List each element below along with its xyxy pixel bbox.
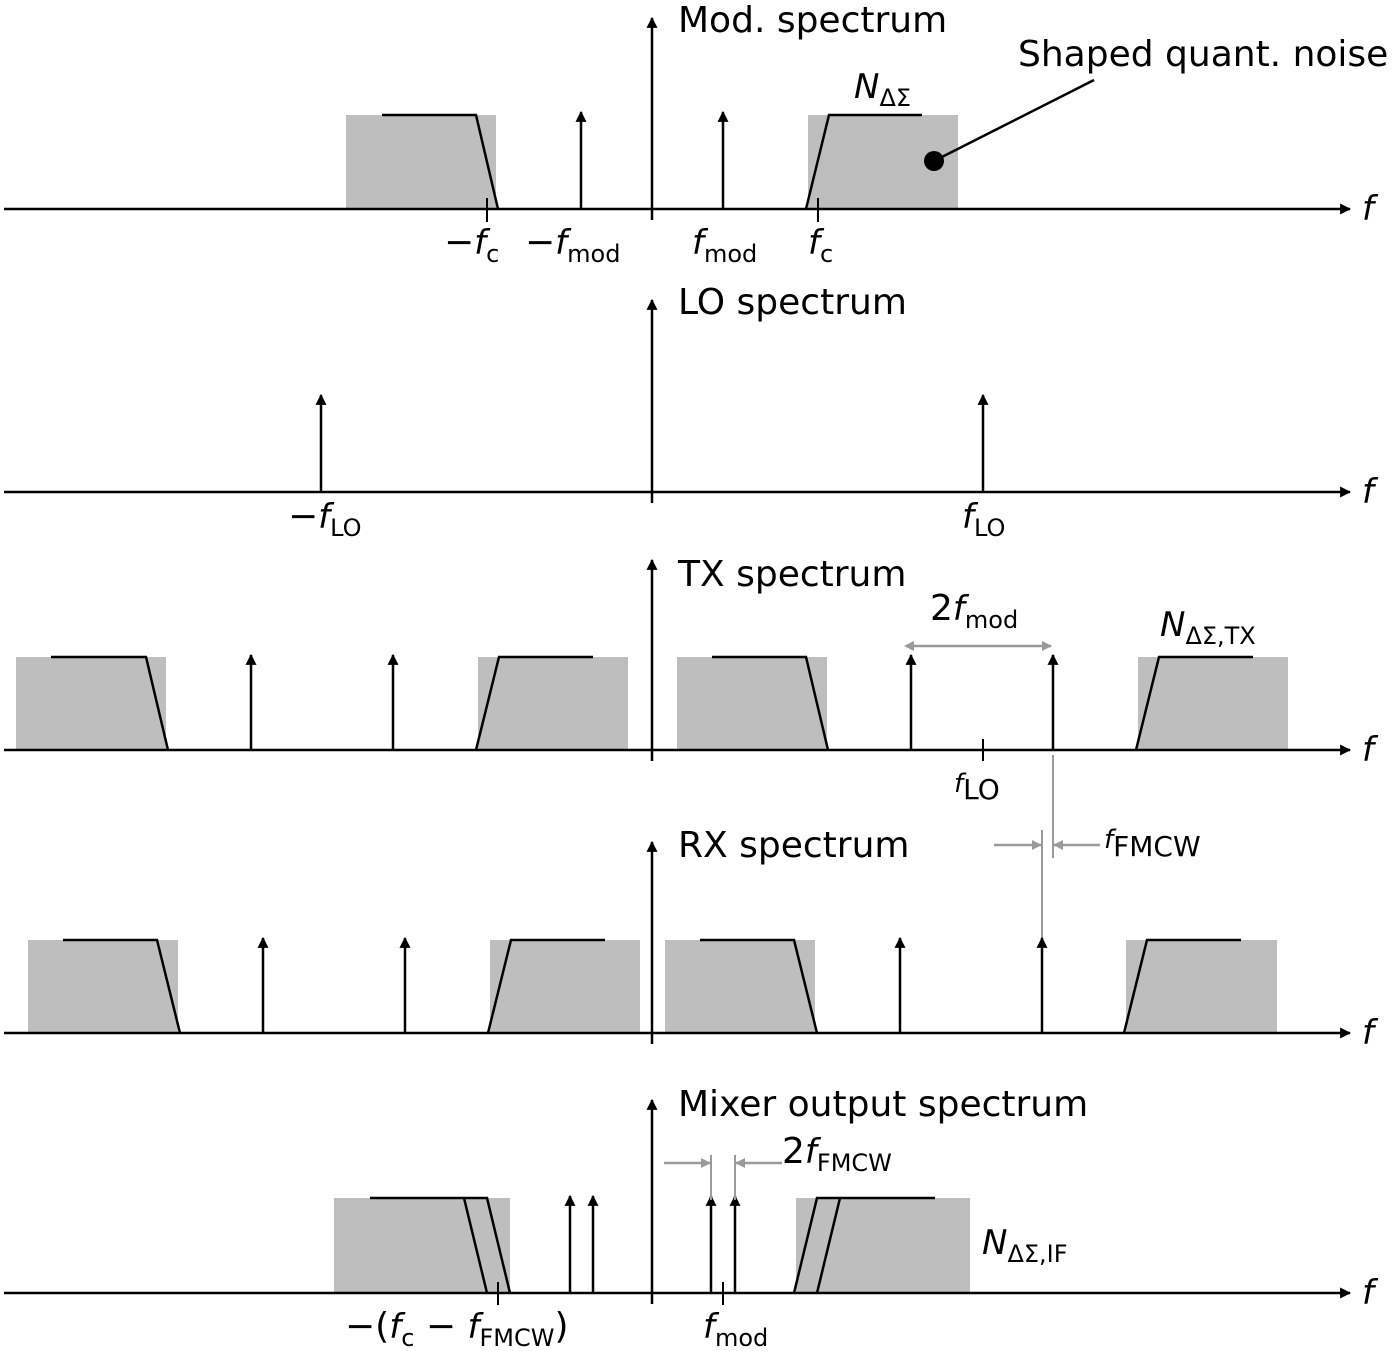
label-ffmcw: fFMCW: [1104, 825, 1201, 863]
label-minus-fc-minus-ffmcw: −(fc − fFMCW): [345, 1306, 569, 1351]
noise-edge: [486, 938, 605, 1034]
label-fc: fc: [808, 223, 833, 268]
callout-dot: [924, 151, 944, 171]
label-minus-fc: −fc: [444, 222, 499, 268]
panel-title: Mixer output spectrum: [678, 1084, 1088, 1125]
noise-block-left: [334, 1198, 510, 1293]
label-fmod: fmod: [703, 1307, 768, 1351]
axis-label-f: f: [1362, 189, 1379, 229]
panel-tx-spectrum: TX spectrum f fLO 2fmod NΔΣ,TX: [4, 554, 1379, 806]
axis-label-f: f: [1362, 1273, 1379, 1313]
label-2ffmcw: 2fFMCW: [782, 1131, 892, 1177]
panel-mod-spectrum: Mod. spectrum f −fc −fmod fmod fc NΔΣ Sh…: [4, 0, 1388, 268]
noise-block: [490, 940, 640, 1033]
noise-edge: [1122, 938, 1241, 1034]
noise-edge-left: [382, 113, 500, 210]
noise-block-left: [346, 115, 496, 209]
axis-label-f: f: [1362, 1013, 1379, 1053]
label-minus-fmod: −fmod: [525, 222, 620, 268]
label-n-delta-sigma-if: NΔΣ,IF: [982, 1223, 1068, 1268]
noise-edge: [700, 938, 819, 1034]
panel-title: TX spectrum: [677, 554, 906, 595]
noise-block: [28, 940, 178, 1033]
label-flo: fLO: [962, 497, 1005, 542]
noise-block: [677, 657, 827, 750]
label-fmod: fmod: [692, 223, 757, 268]
fmcw-offset-dimension: fFMCW: [994, 755, 1201, 940]
label-n-delta-sigma: NΔΣ: [854, 67, 911, 112]
noise-block: [1138, 657, 1288, 750]
noise-block: [1126, 940, 1277, 1033]
axis-label-f: f: [1362, 472, 1379, 512]
noise-edge-right-outer: [792, 1196, 935, 1294]
label-2fmod: 2fmod: [930, 588, 1018, 634]
noise-edge: [1134, 655, 1253, 751]
noise-edge-right: [804, 113, 922, 210]
noise-edge: [51, 655, 170, 751]
noise-edge: [63, 938, 182, 1034]
noise-block: [665, 940, 815, 1033]
noise-edge: [712, 655, 830, 751]
label-minus-flo: −fLO: [288, 496, 362, 542]
label-n-delta-sigma-tx: NΔΣ,TX: [1160, 605, 1256, 650]
label-flo: fLO: [954, 769, 1000, 806]
noise-block: [478, 657, 628, 750]
axis-label-f: f: [1362, 730, 1379, 770]
panel-title: LO spectrum: [678, 282, 907, 323]
callout-line: [933, 78, 1095, 163]
panel-title: RX spectrum: [678, 825, 909, 866]
noise-block-right: [796, 1198, 970, 1293]
noise-edge: [474, 655, 593, 751]
noise-edge-left-outer: [370, 1196, 512, 1294]
noise-block: [16, 657, 166, 750]
panel-lo-spectrum: LO spectrum f −fLO fLO: [4, 282, 1379, 542]
noise-edge-left-inner: [462, 1197, 489, 1294]
panel-title: Mod. spectrum: [678, 0, 947, 41]
noise-edge-right-inner: [815, 1197, 842, 1294]
panel-mixer-output-spectrum: Mixer output spectrum f 2fFMCW −(fc − fF…: [4, 1084, 1379, 1351]
panel-rx-spectrum: RX spectrum f: [4, 825, 1379, 1053]
label-shaped-noise: Shaped quant. noise: [1018, 34, 1388, 75]
